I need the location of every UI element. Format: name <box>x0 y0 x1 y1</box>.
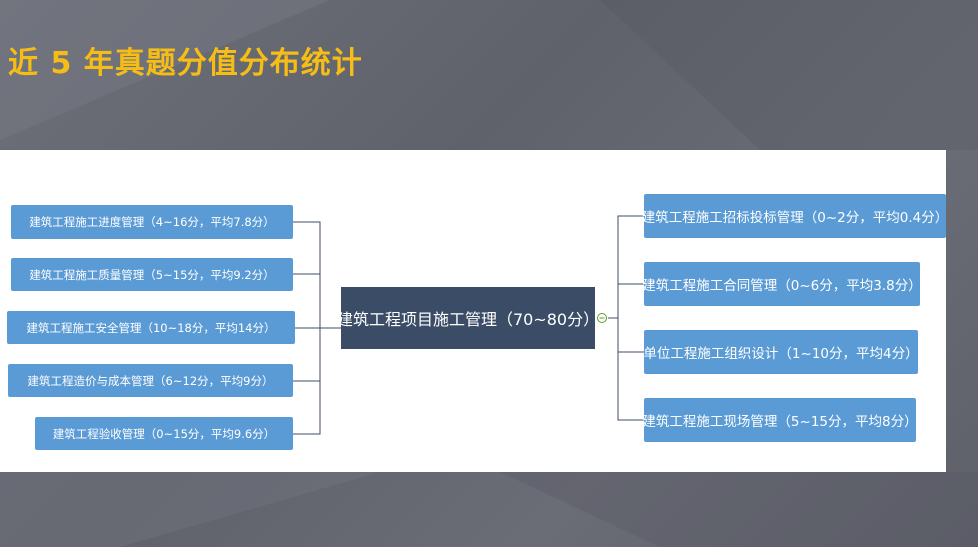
branch-cost-management: 建筑工程造价与成本管理（6~12分，平均9分） <box>8 364 293 397</box>
branch-site-management: 建筑工程施工现场管理（5~15分，平均8分） <box>642 398 918 442</box>
branch-safety-management: 建筑工程施工安全管理（10~18分，平均14分） <box>7 311 295 344</box>
central-topic[interactable]: 建筑工程项目施工管理（70~80分） <box>337 287 599 349</box>
branch-label: 单位工程施工组织设计（1~10分，平均4分） <box>643 346 919 362</box>
branch-schedule-management: 建筑工程施工进度管理（4~16分，平均7.8分） <box>11 205 293 239</box>
branch-label: 建筑工程验收管理（0~15分，平均9.6分） <box>52 426 276 441</box>
branch-label: 建筑工程造价与成本管理（6~12分，平均9分） <box>27 373 274 388</box>
connector-lines <box>293 215 644 435</box>
branch-construction-organization-design: 单位工程施工组织设计（1~10分，平均4分） <box>643 330 919 374</box>
branch-bidding-management: 建筑工程施工招标投标管理（0~2分，平均0.4分） <box>641 194 949 238</box>
branch-label: 建筑工程施工质量管理（5~15分，平均9.2分） <box>29 267 275 282</box>
branch-label: 建筑工程施工招标投标管理（0~2分，平均0.4分） <box>641 210 949 226</box>
mindmap-panel: 建筑工程施工进度管理（4~16分，平均7.8分） 建筑工程施工质量管理（5~15… <box>0 150 949 472</box>
branch-quality-management: 建筑工程施工质量管理（5~15分，平均9.2分） <box>11 258 293 291</box>
branch-label: 建筑工程施工现场管理（5~15分，平均8分） <box>642 414 918 430</box>
collapse-toggle-icon[interactable] <box>596 312 608 324</box>
branch-label: 建筑工程施工进度管理（4~16分，平均7.8分） <box>29 215 275 229</box>
branch-contract-management: 建筑工程施工合同管理（0~6分，平均3.8分） <box>642 262 922 306</box>
slide-title: 近 5 年真题分值分布统计 <box>8 46 363 81</box>
branch-label: 建筑工程施工合同管理（0~6分，平均3.8分） <box>642 278 922 294</box>
central-topic-label: 建筑工程项目施工管理（70~80分） <box>336 310 600 329</box>
branch-label: 建筑工程施工安全管理（10~18分，平均14分） <box>26 320 276 335</box>
branch-acceptance-management: 建筑工程验收管理（0~15分，平均9.6分） <box>35 417 293 450</box>
